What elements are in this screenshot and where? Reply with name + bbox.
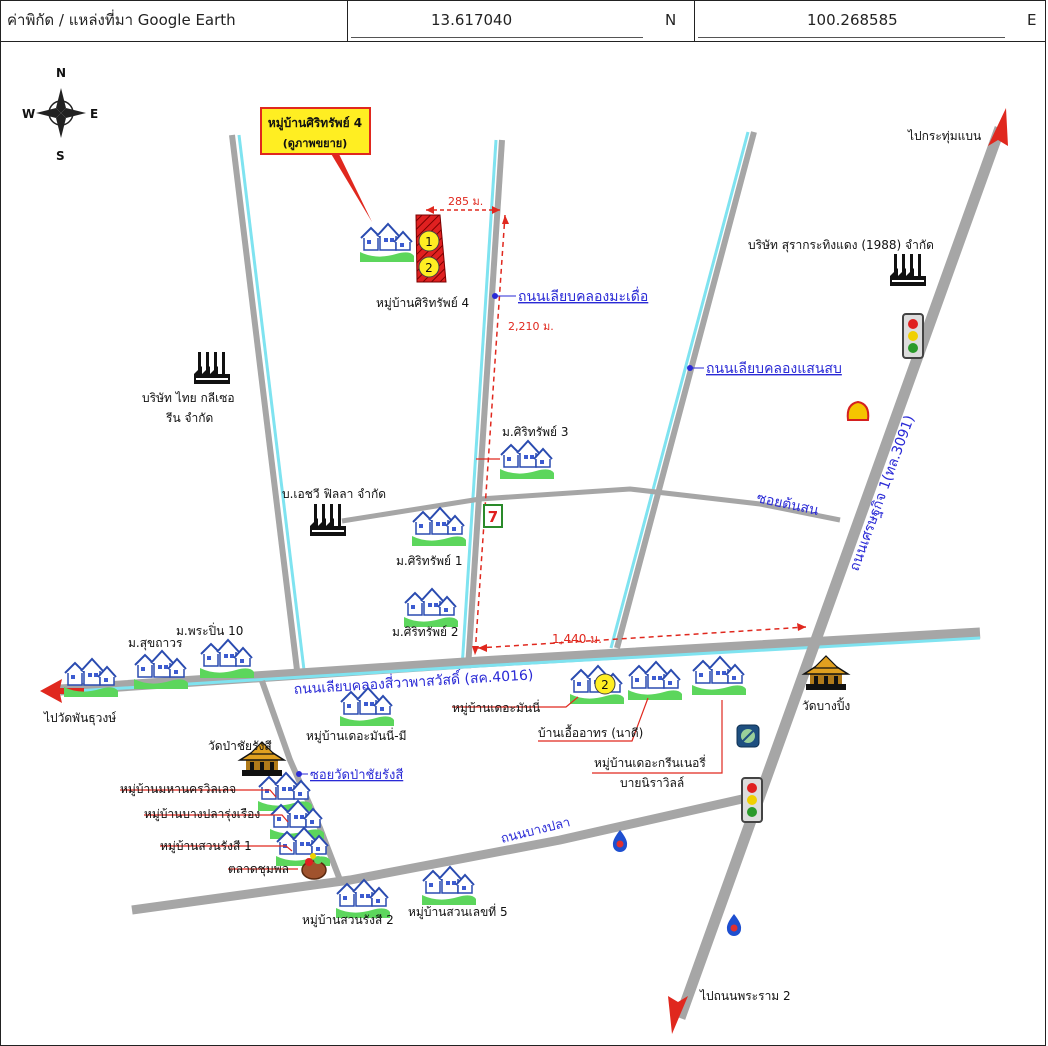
- distance-markers: 285 ม. 2,210 ม. 1,440 ม.: [426, 195, 807, 656]
- arrow-rama2-icon: [668, 996, 688, 1034]
- house-icon: [627, 661, 683, 701]
- callout-subtitle: (ดูภาพขยาย): [283, 137, 347, 151]
- callout-sirisap4: หมู่บ้านศิริทรัพย์ 4 (ดูภาพขยาย): [260, 107, 372, 222]
- label-the-money-mi: หมู่บ้านเดอะมันนี่-มี: [306, 727, 406, 744]
- traffic-light-icon: [741, 777, 763, 823]
- direction-phan: ไปวัดพันธุวงษ์: [43, 711, 116, 726]
- leader-lines: [120, 458, 723, 870]
- arrow-krathum-icon: [988, 108, 1008, 146]
- traffic-light-icon: [902, 313, 924, 359]
- label-surakrathing: บริษัท สุรากระทิงแดง (1988) จำกัด: [748, 238, 934, 253]
- longitude-dir: E: [1027, 11, 1037, 29]
- label-thai-glycerin-1: บริษัท ไทย กลีเซอ: [142, 391, 235, 405]
- direction-rama2: ไปถนนพระราม 2: [699, 989, 791, 1003]
- seven-eleven-icon: 7: [483, 504, 503, 528]
- market-basket-icon: [301, 853, 327, 880]
- direction-krathum: ไปกระทุ่มแบน: [907, 129, 981, 144]
- project-plot: 1 2: [415, 214, 447, 283]
- house-icon: [359, 223, 415, 263]
- svg-text:7: 7: [488, 508, 498, 526]
- label-sirisap2: ม.ศิริทรัพย์ 2: [392, 625, 459, 639]
- house-icon: [63, 658, 119, 698]
- latitude-dir: N: [665, 11, 677, 29]
- ptt-station-icon: [612, 830, 628, 852]
- label-talat-chumphon: ตลาดชุมพล: [228, 862, 289, 877]
- plot-number-2: 2: [425, 261, 433, 275]
- compass-icon: N S E W: [22, 66, 98, 163]
- label-mahanakhon: หมู่บ้านมหานครวิลเลจ: [120, 782, 236, 797]
- label-sirisap3: ม.ศิริทรัพย์ 3: [502, 425, 569, 439]
- coordinate-header: ค่าพิกัด / แหล่งที่มา Google Earth 13.61…: [0, 0, 1046, 42]
- place-labels: ไปกระทุ่มแบน ไปวัดพันธุวงษ์ ไปถนนพระราม …: [43, 129, 981, 1003]
- callout-title: หมู่บ้านศิริทรัพย์ 4: [268, 116, 362, 131]
- label-hrv-villa: บ.เอชวี ฟิลลา จำกัด: [282, 487, 386, 501]
- label-the-green-1: หมู่บ้านเดอะกรีนเนอรี่: [594, 754, 706, 771]
- label-the-green-2: บายนิราวิลล์: [620, 776, 684, 790]
- road-network: [59, 126, 1006, 1020]
- road-label-setthakit: ถนนเศรษฐกิจ 1(ทล.3091): [847, 413, 918, 573]
- label-the-money: หมู่บ้านเดอะมันนี่: [452, 699, 540, 716]
- house-icon: [499, 440, 555, 480]
- house-icon: [691, 656, 747, 696]
- plot-number-1: 1: [425, 235, 433, 249]
- gas-station-icon: [736, 724, 760, 748]
- label-thai-glycerin-2: รีน จำกัด: [165, 411, 213, 425]
- label-suanrangsi1: หมู่บ้านสวนรังสี 1: [160, 839, 252, 854]
- road-label-saensap: ถนนเลียบคลองแสนสบ: [706, 361, 842, 377]
- label-phrapin10: ม.พระปิ่น 10: [176, 622, 243, 638]
- house-icon: [133, 650, 189, 690]
- compass-n: N: [56, 66, 66, 80]
- label-suanrangsi2: หมู่บ้านสวนรังสี 2: [302, 913, 394, 928]
- label-wat-pachai: วัดป่าชัยรังสี: [208, 739, 272, 753]
- shell-station-icon: [846, 400, 870, 421]
- latitude-value: 13.617040: [431, 11, 513, 29]
- compass-s: S: [56, 149, 65, 163]
- road-label-makhuea: ถนนเลียบคลองมะเดื่อ: [518, 287, 648, 305]
- factory-icon: [310, 504, 346, 536]
- label-ua-athon: บ้านเอื้ออาทร (นาดี): [538, 724, 643, 740]
- distance-1440: 1,440 ม.: [552, 632, 602, 646]
- house-icon: [269, 800, 325, 840]
- road-label-soi-wat: ซอยวัดป่าชัยรังสี: [310, 767, 403, 783]
- arrow-phan-icon: [40, 679, 84, 703]
- house-icon: [411, 507, 467, 547]
- factory-icon: [890, 254, 926, 286]
- house-icon: [199, 639, 255, 679]
- label-bangpla-rung: หมู่บ้านบางปลารุ่งเรือง: [144, 807, 260, 822]
- label-sirisap4-main: หมู่บ้านศิริทรัพย์ 4: [376, 296, 469, 311]
- label-suanlek5: หมู่บ้านสวนเลขที่ 5: [408, 903, 508, 920]
- label-suksathawon: ม.สุขถาวร: [128, 636, 183, 651]
- distance-285: 285 ม.: [448, 195, 483, 208]
- house-icon: [257, 772, 313, 812]
- label-sirisap1: ม.ศิริทรัพย์ 1: [396, 554, 463, 568]
- house-icon: [403, 588, 459, 628]
- plot-number-money: 2: [601, 678, 609, 692]
- source-label: ค่าพิกัด / แหล่งที่มา Google Earth: [7, 11, 236, 29]
- factory-icon: [194, 352, 230, 384]
- road-label-soi-tonson: ซอยต้นสน: [755, 490, 820, 519]
- ptt-station-icon: [726, 914, 742, 936]
- distance-2210: 2,210 ม.: [508, 320, 554, 333]
- compass-e: E: [90, 107, 98, 121]
- direction-arrows: [40, 108, 1008, 1034]
- compass-w: W: [22, 107, 35, 121]
- label-wat-bangping: วัดบางปิ้ง: [802, 697, 850, 713]
- longitude-value: 100.268585: [807, 11, 898, 29]
- house-icon: [421, 866, 477, 906]
